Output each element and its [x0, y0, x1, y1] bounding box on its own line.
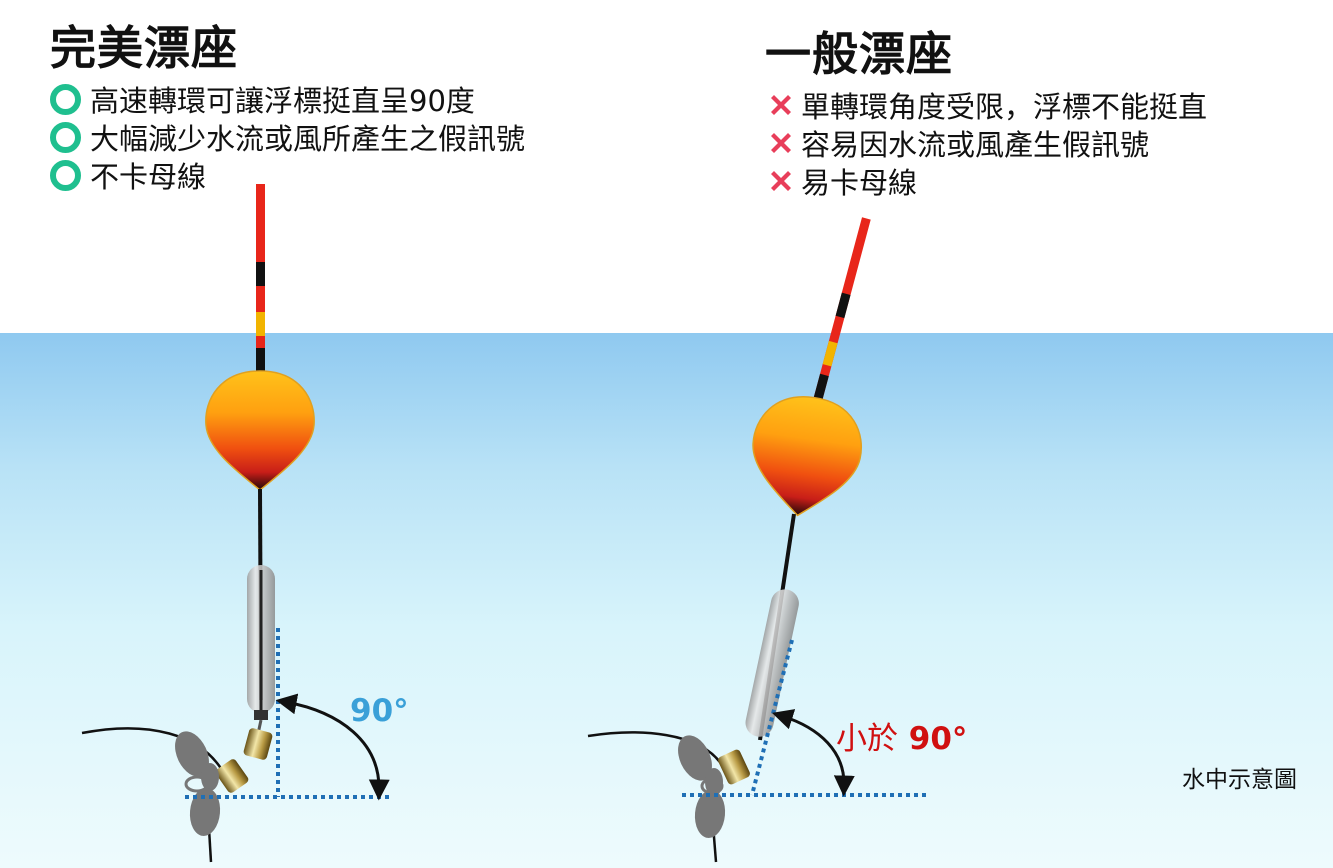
perfect-item-1-text: 高速轉環可讓浮標挺直呈90度 [90, 84, 475, 118]
standard-item-3: 易卡母線 [765, 160, 917, 202]
float-antenna [256, 184, 265, 374]
angle-label-90: 90° [350, 693, 409, 729]
sinker-leaf [189, 788, 221, 836]
perfect-float-title: 完美漂座 [50, 21, 238, 75]
angle-value: 90° [908, 721, 968, 757]
perfect-item-2: 大幅減少水流或風所產生之假訊號 [50, 116, 525, 158]
angle-arc-arrow [771, 709, 855, 797]
ring-icon [50, 83, 81, 115]
ring-icon [50, 121, 81, 153]
standard-item-1: 單轉環角度受限，浮標不能挺直 [765, 84, 1207, 126]
swivel [184, 710, 273, 793]
perfect-item-2-text: 大幅減少水流或風所產生之假訊號 [90, 122, 526, 156]
main-line [81, 727, 224, 771]
angle-arc-arrow [275, 693, 390, 801]
standard-float-assembly [587, 217, 930, 863]
float-bulb [205, 370, 315, 491]
standard-item-3-text: 易卡母線 [801, 166, 918, 200]
float-bulb [752, 396, 862, 517]
main-line [587, 731, 724, 766]
ring-icon [50, 159, 81, 191]
cross-icon [771, 171, 791, 191]
perfect-item-1: 高速轉環可讓浮標挺直呈90度 [50, 78, 475, 120]
cross-icon [771, 95, 791, 115]
standard-item-2-text: 容易因水流或風產生假訊號 [801, 128, 1150, 162]
sinker-leaf [175, 731, 209, 777]
perfect-item-3-text: 不卡母線 [90, 160, 207, 194]
angle-prefix: 小於 [836, 721, 898, 757]
sinker-leaf [705, 768, 723, 796]
sinker-leaf [694, 790, 726, 838]
diagram-caption: 水中示意圖 [1182, 767, 1297, 793]
perfect-item-3: 不卡母線 [50, 154, 206, 196]
standard-item-2: 容易因水流或風產生假訊號 [765, 122, 1149, 164]
sinker-leaf [201, 763, 219, 791]
sinker-leaf [678, 735, 712, 781]
standard-float-title: 一般漂座 [765, 27, 953, 81]
angle-label-less-than-90: 小於 90° [836, 713, 967, 758]
perfect-float-assembly [81, 184, 392, 863]
cross-icon [771, 133, 791, 153]
silicone-tube [745, 589, 799, 737]
standard-item-1-text: 單轉環角度受限，浮標不能挺直 [801, 90, 1208, 124]
float-antenna [812, 217, 871, 404]
